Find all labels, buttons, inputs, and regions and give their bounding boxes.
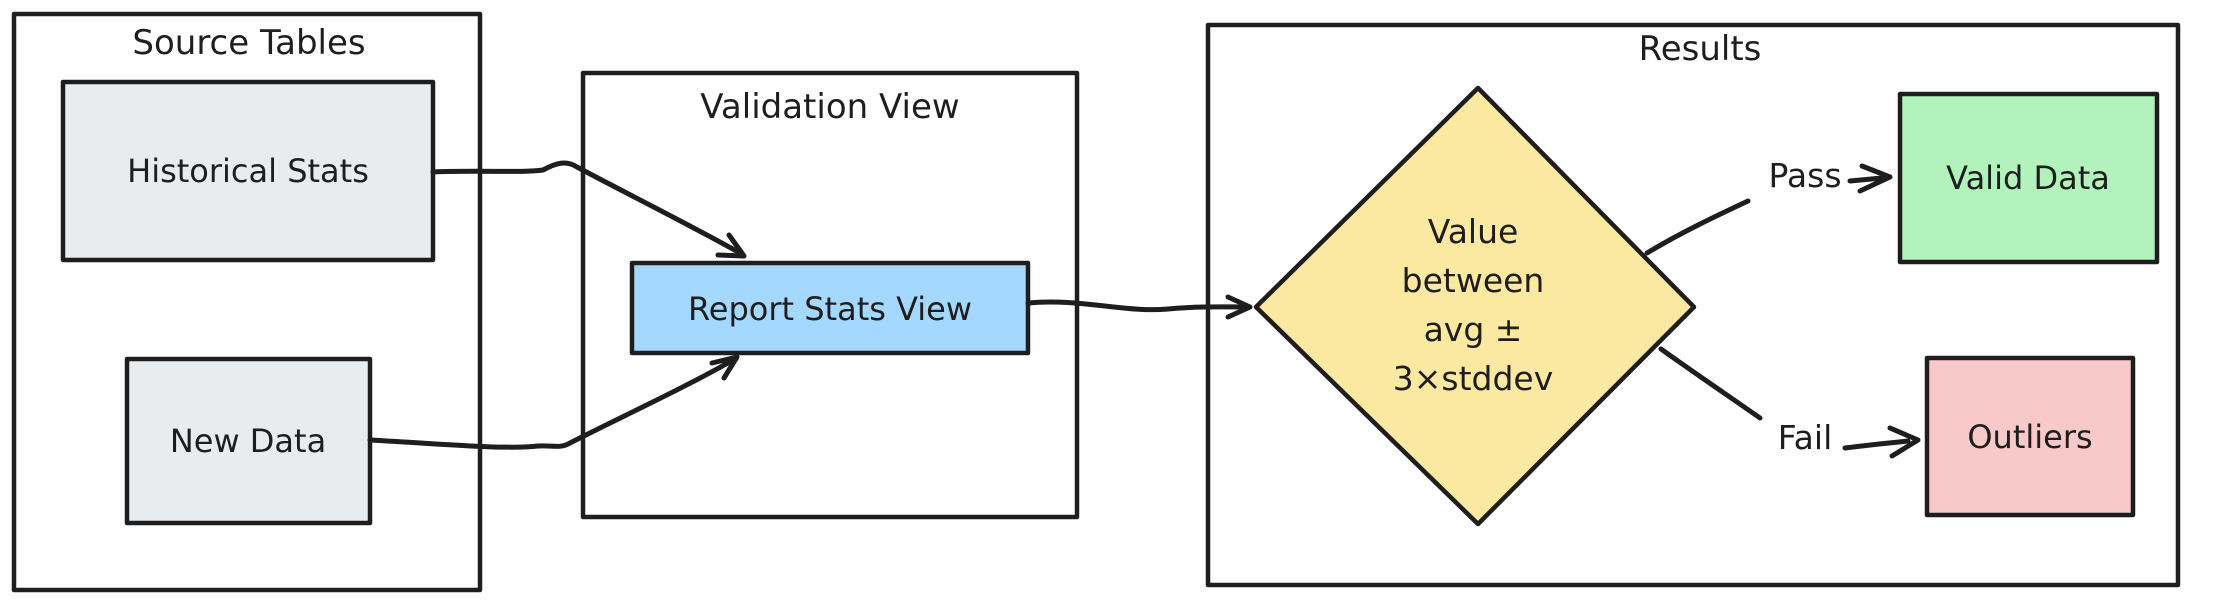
decision-line-3: avg ± [1424,310,1523,349]
pass-line [1644,198,1751,256]
decision-line-2: between [1402,261,1545,300]
historical-stats-label: Historical Stats [127,152,369,190]
results-container: Results Value between avg ± 3×stddev Val… [1205,22,2181,588]
fail-arrow [1842,425,1921,459]
decision-diamond-node: Value between avg ± 3×stddev [1253,85,1697,527]
source-tables-border [11,11,483,593]
new-data-box [124,356,373,526]
edge-report-to-decision-arrowhead [1225,294,1253,320]
edge-newdata-to-report-arrowhead [709,354,740,381]
historical-stats-box [60,79,436,263]
edge-report-to-decision-line [1025,299,1249,313]
valid-data-node: Valid Data [1897,91,2160,265]
edge-historical-to-report-line [430,160,743,256]
source-tables-title: Source Tables [132,23,365,63]
outliers-label: Outliers [1967,418,2092,456]
new-data-node: New Data [124,356,373,526]
validation-view-title: Validation View [700,87,959,127]
edge-pass: Pass [1644,156,1893,256]
report-stats-view-box [629,260,1031,356]
new-data-label: New Data [170,422,326,460]
decision-diamond [1253,85,1697,527]
validation-view-container: Validation View Report Stats View [580,70,1080,520]
edge-report-to-decision [1025,294,1253,320]
edge-newdata-to-report [367,354,740,450]
outliers-box [1924,355,2136,518]
source-tables-container: Source Tables Historical Stats New Data [11,11,483,593]
results-title: Results [1639,29,1762,69]
decision-line-4: 3×stddev [1393,359,1554,398]
fail-line [1658,346,1763,421]
fail-label: Fail [1778,418,1833,457]
edge-historical-to-report-arrowhead [715,232,747,259]
valid-data-label: Valid Data [1946,159,2110,197]
edge-fail: Fail [1658,346,1921,459]
edge-newdata-to-report-line [367,357,736,450]
valid-data-box [1897,91,2160,265]
decision-line-1: Value [1428,212,1519,251]
validation-view-border [580,70,1080,520]
pass-label: Pass [1768,156,1841,195]
historical-stats-node: Historical Stats [60,79,436,263]
edge-historical-to-report [430,160,747,259]
outliers-node: Outliers [1924,355,2136,518]
pass-arrow [1847,163,1893,194]
report-stats-view-label: Report Stats View [688,290,972,328]
report-stats-view-node: Report Stats View [629,260,1031,356]
